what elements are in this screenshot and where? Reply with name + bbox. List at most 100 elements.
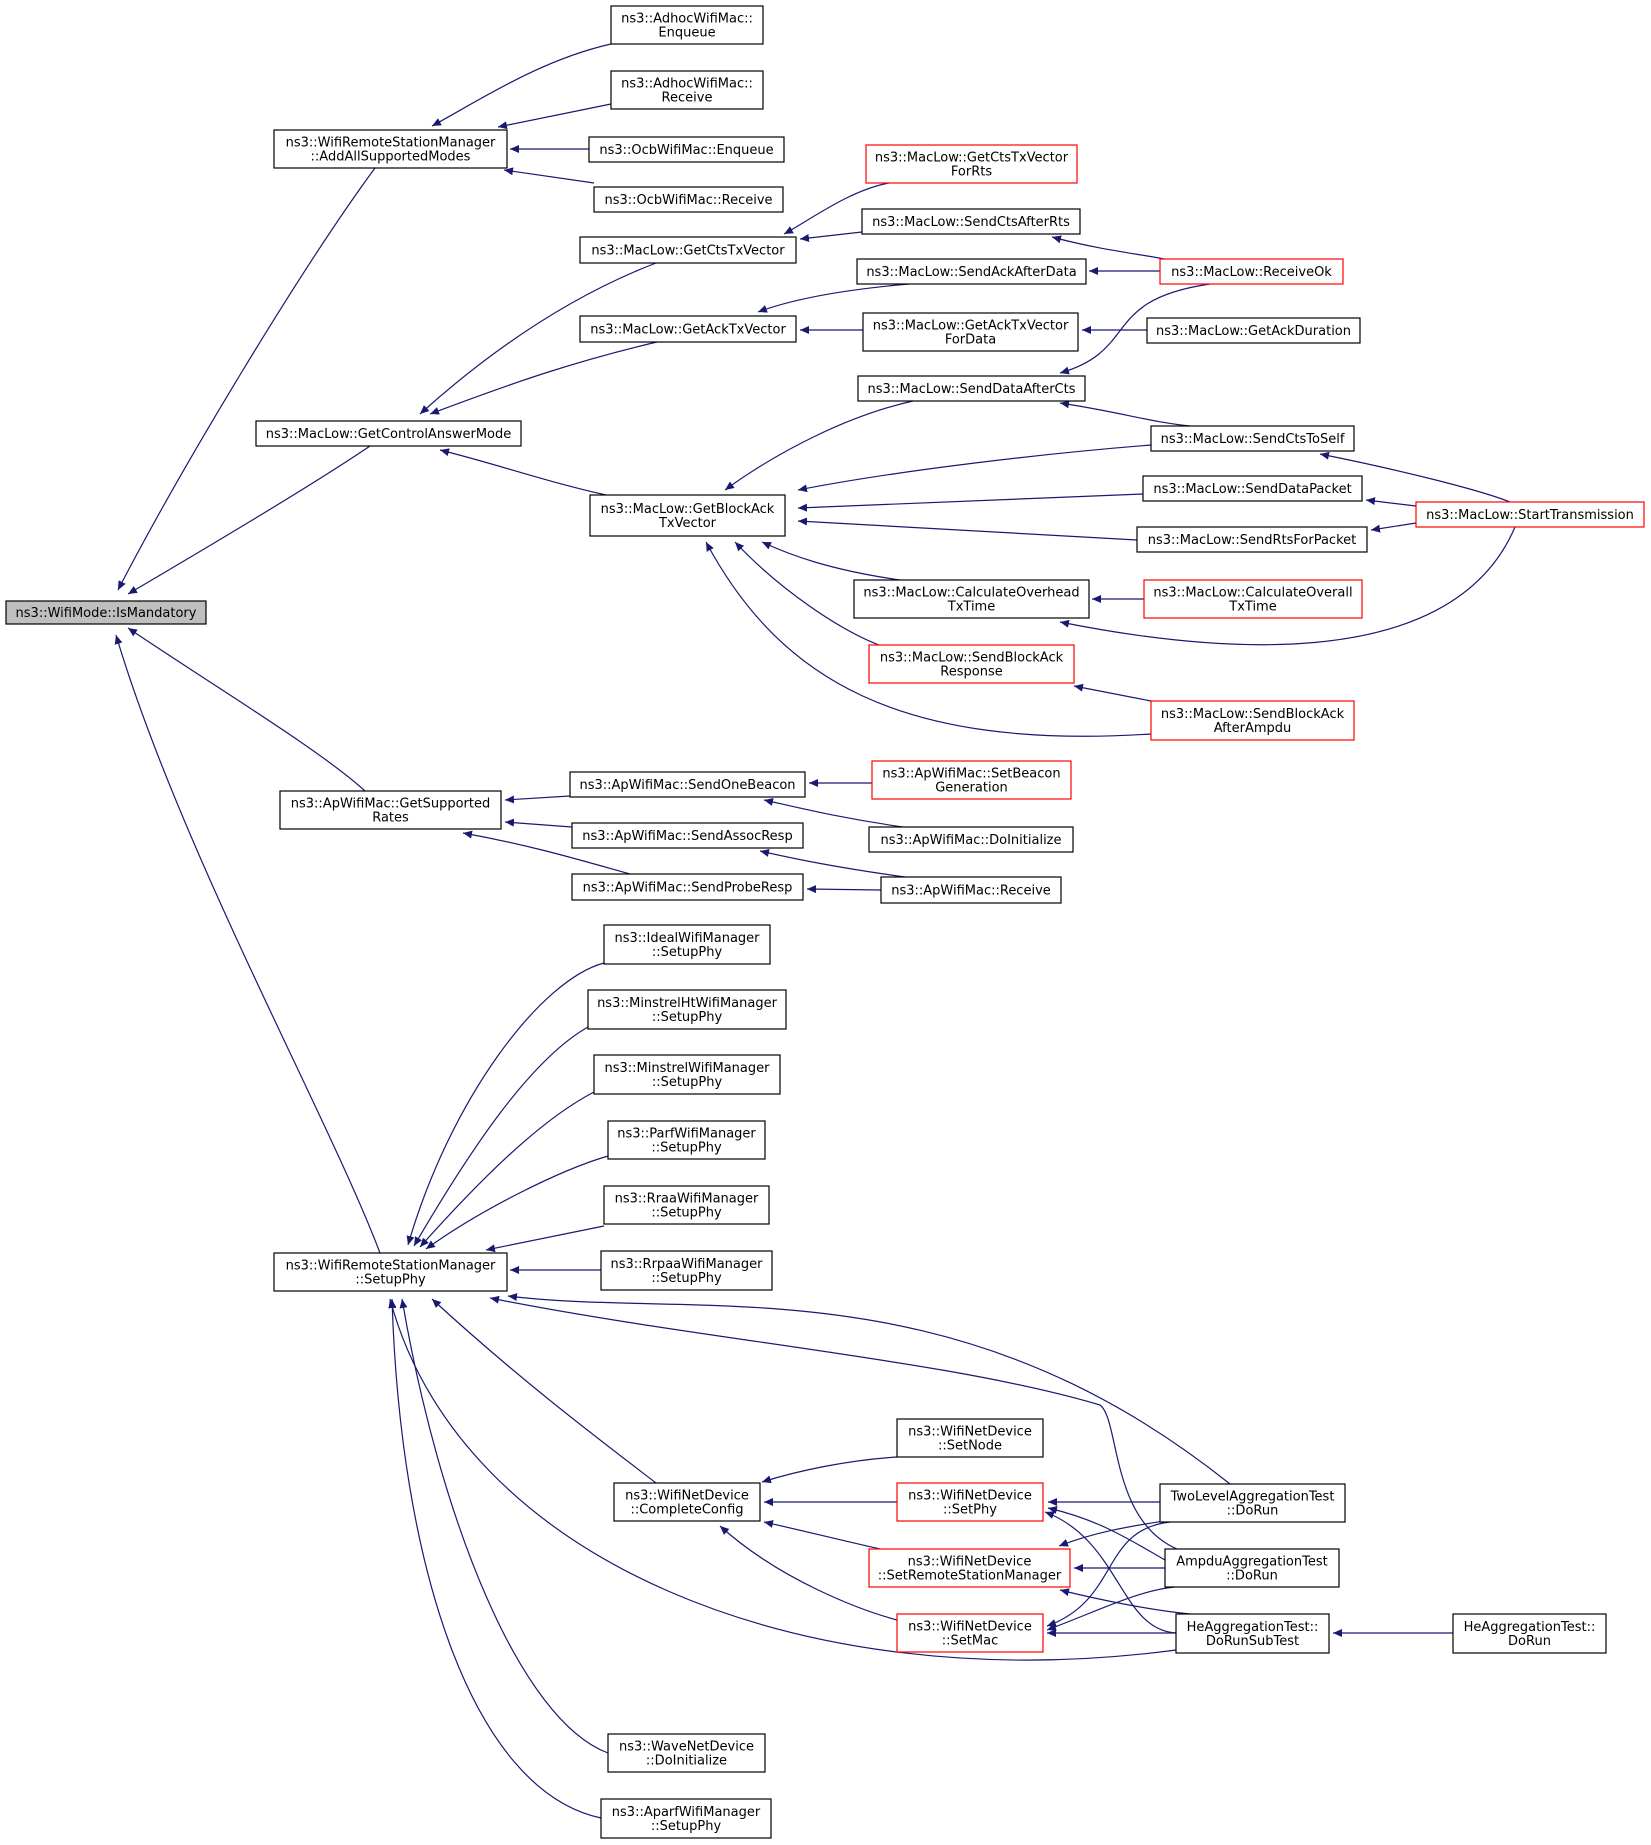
node-getctstx[interactable]: ns3::MacLow::GetCtsTxVector [579,236,797,264]
node-label: ns3::MacLow::CalculateOverhead [863,586,1079,601]
node-label: Generation [935,781,1008,796]
node-sendonebeacon[interactable]: ns3::ApWifiMac::SendOneBeacon [569,771,806,798]
node-senddataaftercts[interactable]: ns3::MacLow::SendDataAfterCts [857,375,1086,402]
node-box [571,822,804,849]
node-parf[interactable]: ns3::ParfWifiManager::SetupPhy [607,1120,766,1160]
node-aparf[interactable]: ns3::AparfWifiManager::SetupPhy [600,1798,772,1839]
edge-sendproberesp-to-apgetsupported [462,830,631,875]
node-aprecv[interactable]: ns3::ApWifiMac::Receive [880,876,1062,904]
node-sendproberesp[interactable]: ns3::ApWifiMac::SendProbeResp [571,873,804,901]
node-box [593,186,784,213]
node-label: ns3::MinstrelHtWifiManager [597,996,778,1011]
node-adhocenq[interactable]: ns3::AdhocWifiMac::Enqueue [610,5,764,45]
node-minstrel[interactable]: ns3::MinstrelWifiManager::SetupPhy [593,1054,781,1095]
edge-ampdu-to-setmac [1046,1586,1176,1631]
edge-ocbrecv-to-addall [503,167,595,184]
edge-senddatapacket-to-getblockack [797,493,1144,512]
node-box [896,1418,1044,1458]
node-setphy[interactable]: ns3::WifiNetDevice::SetPhy [896,1482,1044,1522]
node-sendctstoself[interactable]: ns3::MacLow::SendCtsToSelf [1150,425,1355,452]
node-setnode[interactable]: ns3::WifiNetDevice::SetNode [896,1418,1044,1458]
node-senddatapacket[interactable]: ns3::MacLow::SendDataPacket [1142,475,1363,502]
node-ideal[interactable]: ns3::IdealWifiManager::SetupPhy [603,924,771,965]
node-label: ns3::MacLow::StartTransmission [1426,508,1634,523]
node-setupphy[interactable]: ns3::WifiRemoteStationManager::SetupPhy [273,1252,508,1292]
edge-starttx-to-calcoverhead [1059,526,1516,646]
node-ocbenq[interactable]: ns3::OcbWifiMac::Enqueue [588,136,785,163]
node-label: Enqueue [658,26,715,41]
node-herun[interactable]: HeAggregationTest::DoRun [1452,1613,1607,1654]
edge-twolevel-to-setmac [1046,1521,1171,1627]
node-sendassocresp[interactable]: ns3::ApWifiMac::SendAssocResp [571,822,804,849]
node-label: ::SetupPhy [651,1271,722,1286]
node-box [865,144,1078,184]
node-sendackafterdata[interactable]: ns3::MacLow::SendAckAfterData [856,258,1087,285]
node-label: ns3::MacLow::GetCtsTxVector [875,151,1069,166]
node-label: ns3::ApWifiMac::DoInitialize [880,833,1061,848]
node-label: ::SetupPhy [652,945,723,960]
edge-hesub-to-setupphy [388,1298,1177,1661]
node-rrpaa[interactable]: ns3::RrpaaWifiManager::SetupPhy [600,1250,773,1291]
node-box [853,579,1090,619]
node-label: ns3::MacLow::SendCtsToSelf [1161,432,1345,447]
node-minstrelht[interactable]: ns3::MinstrelHtWifiManager::SetupPhy [587,989,787,1030]
node-label: AfterAmpdu [1214,721,1292,736]
node-setrsm[interactable]: ns3::WifiNetDevice::SetRemoteStationMana… [868,1548,1071,1588]
node-label: ::DoRun [1227,1504,1279,1519]
node-box [1159,1483,1346,1523]
node-completeconfig[interactable]: ns3::WifiNetDevice::CompleteConfig [613,1482,761,1522]
node-label: ::SetupPhy [652,1010,723,1025]
node-ismandatory[interactable]: ns3::WifiMode::IsMandatory [5,600,207,625]
node-sendctsafterrts[interactable]: ns3::MacLow::SendCtsAfterRts [861,208,1081,235]
node-starttx[interactable]: ns3::MacLow::StartTransmission [1415,501,1645,528]
node-box [1452,1613,1607,1654]
node-box [871,760,1072,800]
node-label: ns3::WifiNetDevice [625,1489,749,1504]
node-getackduration[interactable]: ns3::MacLow::GetAckDuration [1146,317,1361,344]
node-addall[interactable]: ns3::WifiRemoteStationManager::AddAllSup… [273,129,508,169]
node-hesub[interactable]: HeAggregationTest::DoRunSubTest [1175,1613,1330,1654]
node-adhocrecv[interactable]: ns3::AdhocWifiMac::Receive [610,70,764,110]
node-getacktx[interactable]: ns3::MacLow::GetAckTxVector [579,315,797,343]
edge-receiveok-to-sendctsafterrts [1051,235,1165,260]
node-sendrtsforpacket[interactable]: ns3::MacLow::SendRtsForPacket [1136,526,1368,553]
node-wavedoinit[interactable]: ns3::WaveNetDevice::DoInitialize [607,1733,766,1773]
node-label: ns3::AparfWifiManager [612,1805,761,1820]
node-box [603,1185,770,1225]
node-label: ns3::ApWifiMac::GetSupported [291,797,490,812]
edge-sendctsafterrts-to-getctstx [799,231,863,242]
node-receiveok[interactable]: ns3::MacLow::ReceiveOk [1159,258,1344,285]
edge-hesub-to-setrsm [1059,1588,1191,1615]
edge-hesub-to-setphy [1044,1511,1177,1634]
node-setmac[interactable]: ns3::WifiNetDevice::SetMac [896,1613,1044,1653]
node-ocbrecv[interactable]: ns3::OcbWifiMac::Receive [593,186,784,213]
node-label: ::SetupPhy [651,1206,722,1221]
edge-ampdu-to-setphy [1047,1506,1166,1561]
node-rraa[interactable]: ns3::RraaWifiManager::SetupPhy [603,1185,770,1225]
edge-aparf-to-setupphy [388,1298,602,1819]
node-label: ns3::ParfWifiManager [617,1127,756,1142]
edge-aprecv-to-sendproberesp [806,885,882,894]
node-box [1164,1548,1340,1588]
node-box [593,1054,781,1095]
node-label: ::SetupPhy [651,1819,722,1834]
node-box [1136,526,1368,553]
edge-sendblockackafter-to-getblockack [705,541,1152,737]
node-ampdu[interactable]: AmpduAggregationTest::DoRun [1164,1548,1340,1588]
node-label: ::SetPhy [943,1503,997,1518]
node-getcontrol[interactable]: ns3::MacLow::GetControlAnswerMode [255,420,522,447]
node-twolevel[interactable]: TwoLevelAggregationTest::DoRun [1159,1483,1346,1523]
node-label: ::SetRemoteStationManager [878,1569,1062,1584]
node-label: ::DoInitialize [646,1754,727,1769]
node-apdoinit[interactable]: ns3::ApWifiMac::DoInitialize [868,826,1074,853]
node-label: ns3::MacLow::CalculateOverall [1153,586,1352,601]
